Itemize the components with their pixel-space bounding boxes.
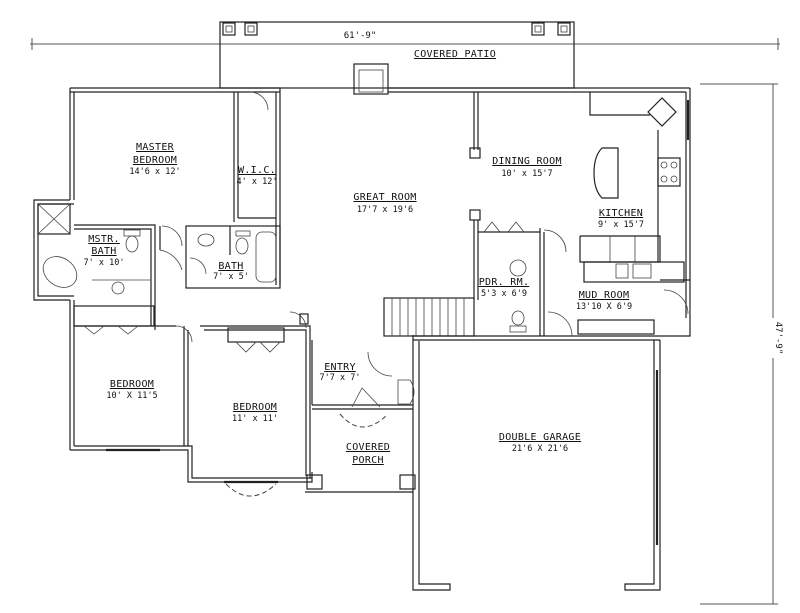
covered-patio-label: COVERED PATIO — [414, 49, 496, 60]
dining-room-label: DINING ROOM — [492, 156, 562, 167]
bath-size: 7' x 5' — [213, 272, 249, 282]
double-garage-label: DOUBLE GARAGE — [499, 432, 581, 443]
wic-size: 4' x 12' — [237, 177, 278, 187]
stairs — [391, 298, 465, 336]
room-labels: MASTER BEDROOM 14'6 x 12' W.I.C. 4' x 12… — [84, 142, 645, 466]
mud-room-label: MUD ROOM — [579, 290, 630, 301]
closet-doors — [73, 305, 309, 353]
pdr-rm-size: 5'3 x 6'9 — [481, 289, 527, 299]
bath-label: BATH — [218, 261, 243, 272]
great-room-size: 17'7 x 19'6 — [357, 205, 413, 215]
bathroom-fixtures — [37, 203, 277, 295]
kitchen-size: 9' x 15'7 — [598, 220, 644, 230]
depth-dimension-label: 47'-9" — [773, 322, 783, 355]
front-doors — [225, 387, 389, 497]
width-dimension-label: 61'-9" — [344, 31, 377, 41]
covered-patio: COVERED PATIO — [219, 21, 575, 95]
master-bedroom-size: 14'6 x 12' — [129, 167, 180, 177]
bedroom-2-label: BEDROOM — [233, 402, 277, 413]
pdr-rm-label: PDR. RM. — [479, 277, 530, 288]
master-bedroom-label-1: MASTER — [136, 142, 175, 153]
width-dimension: 61'-9" — [30, 31, 780, 50]
entry-size: 7'7 x 7' — [320, 373, 361, 383]
interior-walls — [74, 91, 690, 478]
entry-label: ENTRY — [324, 362, 356, 373]
bedroom-2-size: 11' x 11' — [232, 414, 278, 424]
exterior-walls — [33, 87, 691, 591]
mstr-bath-label-2: BATH — [91, 246, 116, 257]
mstr-bath-label-1: MSTR. — [88, 234, 120, 245]
mstr-bath-size: 7' x 10' — [84, 258, 125, 268]
great-room-label: GREAT ROOM — [353, 192, 416, 203]
bedroom-1-size: 10' X 11'5 — [106, 391, 157, 401]
mud-room-size: 13'10 X 6'9 — [576, 302, 632, 312]
bedroom-1-label: BEDROOM — [110, 379, 154, 390]
kitchen-label: KITCHEN — [599, 208, 643, 219]
double-garage-size: 21'6 X 21'6 — [512, 444, 568, 454]
wic-label: W.I.C. — [238, 165, 276, 176]
dining-room-size: 10' x 15'7 — [501, 169, 552, 179]
master-bedroom-label-2: BEDROOM — [133, 155, 177, 166]
covered-porch-label-1: COVERED — [346, 442, 390, 453]
depth-dimension: 47'-9" — [700, 83, 783, 605]
covered-porch-label-2: PORCH — [352, 455, 384, 466]
